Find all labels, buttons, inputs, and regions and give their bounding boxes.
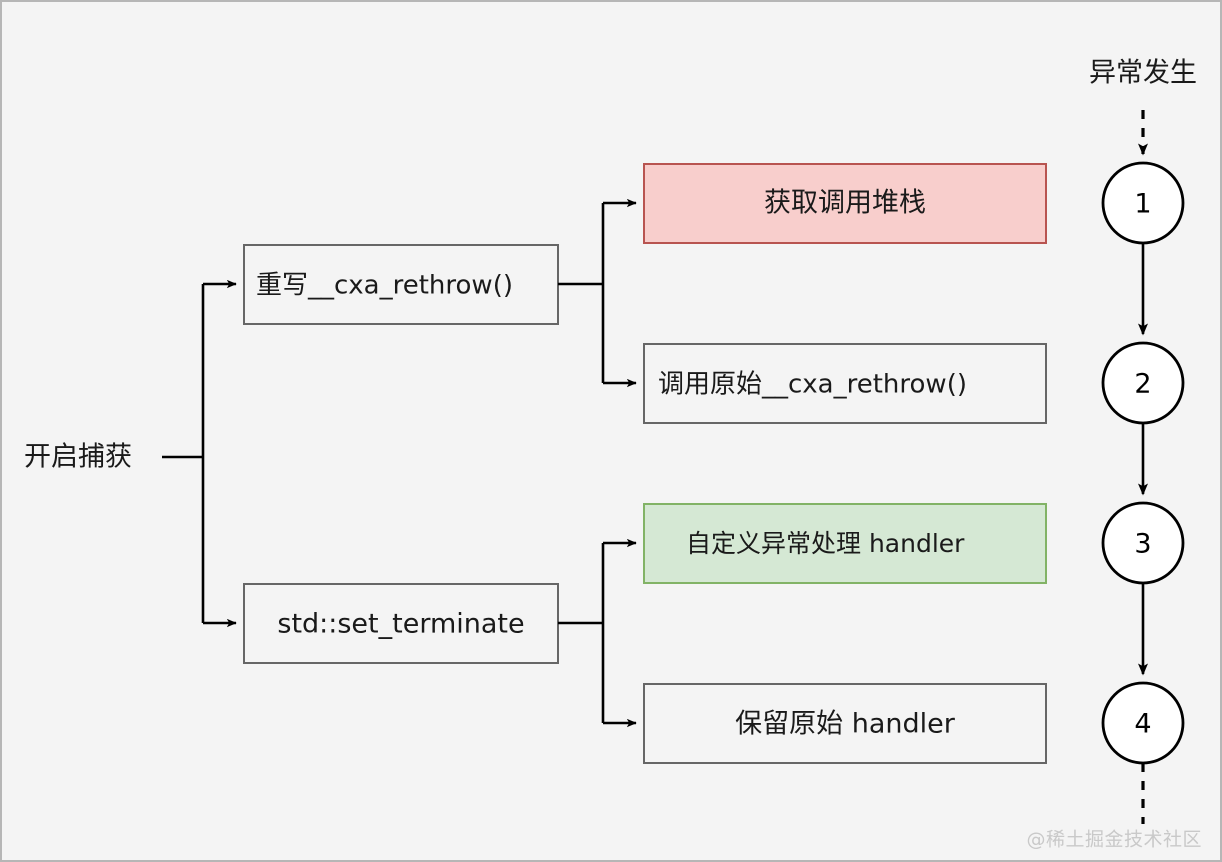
watermark-label: @稀土掘金技术社区 <box>1026 829 1202 851</box>
step-circle-1-label: 1 <box>1134 189 1151 220</box>
box-custom-exception-handler[interactable] <box>643 503 1047 584</box>
box-keep-original-handler-label: 保留原始 handler <box>735 709 956 740</box>
step-circle-3-label: 3 <box>1134 529 1151 560</box>
timeline-title: 异常发生 <box>1089 58 1197 89</box>
step-circle-4-label: 4 <box>1134 709 1151 740</box>
box-keep-original-handler[interactable] <box>643 683 1047 764</box>
box-custom-exception-handler-label: 自定义异常处理 handler <box>686 529 965 558</box>
box-rewrite-cxa-rethrow[interactable] <box>243 244 559 325</box>
root-label: 开启捕获 <box>24 442 132 473</box>
box-rewrite-cxa-rethrow-label: 重写__cxa_rethrow() <box>256 271 513 301</box>
box-call-original-cxa-rethrow-label: 调用原始__cxa_rethrow() <box>658 370 967 400</box>
box-call-original-cxa-rethrow[interactable] <box>643 343 1047 424</box>
step-circle-2-label: 2 <box>1134 369 1151 400</box>
box-capture-call-stack-label: 获取调用堆栈 <box>764 188 926 219</box>
box-std-set-terminate-label: std::set_terminate <box>277 609 524 640</box>
box-capture-call-stack[interactable] <box>643 163 1047 244</box>
